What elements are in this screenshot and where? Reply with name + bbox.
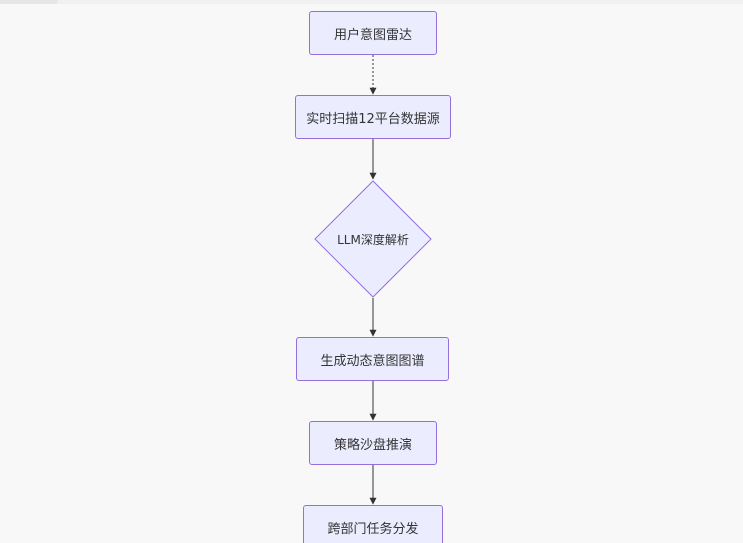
node-label: 用户意图雷达 xyxy=(333,27,412,43)
top-strip xyxy=(0,0,743,4)
node-strategy-sandbox: 策略沙盘推演 xyxy=(309,421,437,465)
node-user-intent-radar: 用户意图雷达 xyxy=(309,11,437,55)
node-label: 生成动态意图图谱 xyxy=(320,353,425,369)
node-task-dispatch: 跨部门任务分发 xyxy=(303,505,443,543)
node-label: 实时扫描12平台数据源 xyxy=(306,111,440,127)
node-llm-analysis: LLM深度解析 xyxy=(314,180,432,298)
node-label: 策略沙盘推演 xyxy=(333,437,412,453)
node-label: 跨部门任务分发 xyxy=(327,521,419,537)
node-intent-graph: 生成动态意图图谱 xyxy=(296,337,449,381)
node-realtime-scan: 实时扫描12平台数据源 xyxy=(295,95,451,139)
node-label: LLM深度解析 xyxy=(337,232,409,247)
top-strip-accent xyxy=(0,0,58,4)
decision-diamond xyxy=(314,180,432,298)
